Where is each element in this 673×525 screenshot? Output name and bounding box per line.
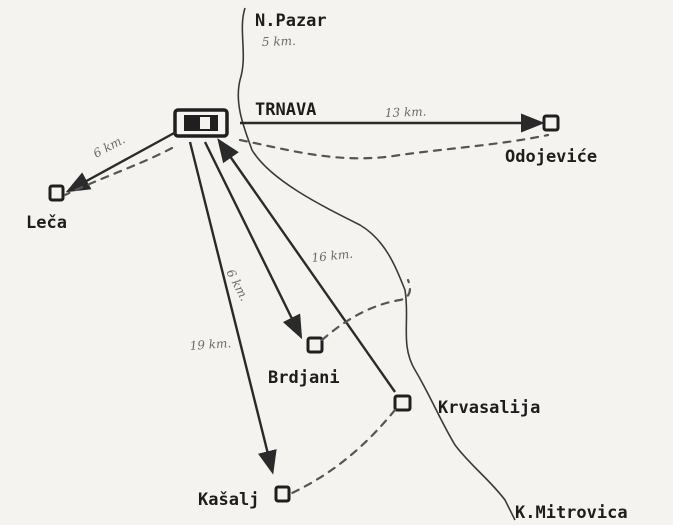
distance-label-npazar: 5 km. [262,34,296,49]
place-label-leca: Leča [26,213,67,233]
krvasalija-town-icon [393,394,412,412]
dashed-path-brdjani-east [320,278,411,342]
place-label-trnava: TRNAVA [255,100,316,120]
river-line [237,7,516,521]
place-label-odojevice: Odojeviće [505,147,597,167]
distance-label-kasalj: 19 km. [189,336,231,353]
leca-town-icon [48,184,65,202]
distance-label-krvasalija: 16 km. [311,247,354,265]
odojevice-town-icon [542,114,560,132]
place-label-npazar: N.Pazar [255,11,327,31]
route-to-kasalj [188,141,277,475]
place-label-kmitrovica: K.Mitrovica [515,503,628,523]
distance-label-odojevice: 13 km. [385,105,427,120]
place-label-kasalj: Kašalj [198,490,259,510]
dashed-path-trnava-leca [63,146,174,197]
route-to-brdjani [203,141,303,340]
distance-label-leca: 6 km. [91,132,128,160]
place-label-krvasalija: Krvasalija [438,398,540,418]
route-to-leca [65,130,177,193]
dashed-path-krvasalija-kasalj [290,408,397,495]
distance-label-brdjani: 6 km. [223,267,251,304]
hq-trnava-icon [173,108,229,138]
dashed-path-trnava-odojevice [238,133,550,160]
kasalj-town-icon [274,485,291,503]
place-label-brdjani: Brdjani [268,368,340,388]
route-from-krvasalija [217,138,396,393]
brdjani-town-icon [306,336,324,354]
